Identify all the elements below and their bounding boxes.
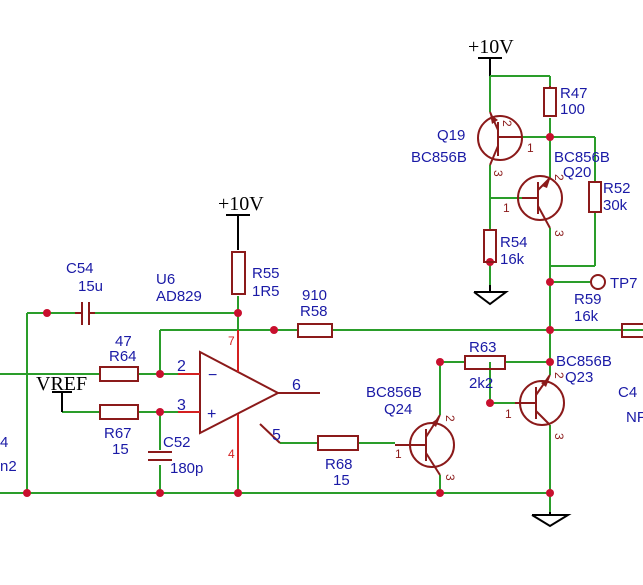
resistor-r67: R67 15 bbox=[99, 404, 139, 458]
transistor-q19: 1 2 3 Q19 BC856B bbox=[411, 111, 534, 177]
svg-text:C52: C52 bbox=[163, 434, 191, 451]
svg-text:BC856B: BC856B bbox=[366, 384, 422, 401]
svg-text:R55: R55 bbox=[252, 265, 280, 282]
svg-text:C4: C4 bbox=[618, 384, 637, 401]
svg-text:R52: R52 bbox=[603, 180, 631, 197]
svg-text:1: 1 bbox=[503, 201, 510, 215]
power-label-top: +10V bbox=[468, 36, 514, 58]
svg-text:180p: 180p bbox=[170, 460, 203, 477]
svg-text:R64: R64 bbox=[109, 348, 137, 365]
svg-text:−: − bbox=[208, 367, 217, 384]
svg-text:AD829: AD829 bbox=[156, 288, 202, 305]
svg-text:R67: R67 bbox=[104, 425, 132, 442]
svg-text:1: 1 bbox=[527, 141, 534, 155]
svg-text:R47: R47 bbox=[560, 85, 588, 102]
resistor-r52: R52 30k bbox=[588, 180, 631, 214]
svg-text:15: 15 bbox=[112, 441, 129, 458]
svg-text:3: 3 bbox=[177, 397, 186, 414]
svg-text:2: 2 bbox=[177, 358, 186, 375]
svg-text:15: 15 bbox=[333, 472, 350, 489]
ground-symbol-bottom bbox=[531, 512, 572, 528]
svg-text:R58: R58 bbox=[300, 303, 328, 320]
svg-text:4: 4 bbox=[0, 434, 8, 451]
svg-text:NF: NF bbox=[626, 409, 643, 426]
transistor-q24: 1 2 3 BC856B Q24 bbox=[366, 384, 457, 481]
svg-text:6: 6 bbox=[292, 377, 301, 394]
power-label-left: +10V bbox=[218, 193, 264, 215]
vref-symbol: VREF bbox=[36, 373, 87, 412]
junctions bbox=[23, 133, 554, 497]
svg-text:2: 2 bbox=[552, 372, 566, 379]
power-left: +10V bbox=[218, 193, 264, 216]
resistor-r55: R55 1R5 bbox=[231, 251, 280, 300]
svg-text:100: 100 bbox=[560, 101, 585, 118]
svg-text:15u: 15u bbox=[78, 278, 103, 295]
resistor-r59: R59 16k bbox=[574, 291, 643, 338]
svg-text:U6: U6 bbox=[156, 271, 175, 288]
svg-text:BC856B: BC856B bbox=[556, 353, 612, 370]
testpoint-tp7: TP7 bbox=[590, 274, 638, 292]
svg-text:3: 3 bbox=[552, 230, 566, 237]
svg-text:7: 7 bbox=[228, 334, 235, 348]
resistor-r58: 910 R58 bbox=[297, 287, 333, 338]
capacitor-c54: C54 15u bbox=[66, 260, 103, 325]
svg-text:R59: R59 bbox=[574, 291, 602, 308]
svg-text:n2: n2 bbox=[0, 458, 17, 475]
transistor-q23: 1 2 3 BC856B Q23 bbox=[505, 353, 612, 440]
svg-text:2k2: 2k2 bbox=[469, 375, 493, 392]
resistor-r68: R68 15 bbox=[317, 435, 359, 489]
svg-text:+: + bbox=[207, 406, 216, 423]
svg-text:1: 1 bbox=[505, 407, 512, 421]
svg-text:TP7: TP7 bbox=[610, 275, 638, 292]
capacitor-c4x-partial: C4 NF bbox=[618, 384, 643, 426]
svg-text:BC856B: BC856B bbox=[411, 149, 467, 166]
svg-text:2: 2 bbox=[552, 174, 566, 181]
svg-text:3: 3 bbox=[552, 433, 566, 440]
vref-label: VREF bbox=[36, 373, 87, 395]
ground-symbol-top bbox=[473, 285, 509, 306]
resistor-r64: 47 R64 bbox=[99, 333, 139, 382]
svg-text:47: 47 bbox=[115, 333, 132, 350]
svg-text:1R5: 1R5 bbox=[252, 283, 280, 300]
svg-text:2: 2 bbox=[443, 415, 457, 422]
svg-text:R68: R68 bbox=[325, 456, 353, 473]
capacitor-c52: C52 180p bbox=[148, 434, 203, 477]
svg-text:R54: R54 bbox=[500, 234, 528, 251]
svg-text:BC856B: BC856B bbox=[554, 149, 610, 166]
svg-text:Q20: Q20 bbox=[563, 164, 591, 181]
svg-text:16k: 16k bbox=[500, 251, 525, 268]
svg-text:Q24: Q24 bbox=[384, 401, 412, 418]
svg-text:3: 3 bbox=[491, 170, 505, 177]
resistor-r63: R63 2k2 bbox=[464, 339, 506, 392]
svg-text:30k: 30k bbox=[603, 197, 628, 214]
opamp-u6: − + 2 3 6 5 7 4 U6 AD829 bbox=[156, 271, 320, 470]
svg-text:16k: 16k bbox=[574, 308, 599, 325]
svg-text:5: 5 bbox=[272, 427, 281, 444]
left-edge-labels: 4 n2 bbox=[0, 434, 17, 475]
svg-text:Q19: Q19 bbox=[437, 127, 465, 144]
svg-text:4: 4 bbox=[228, 447, 235, 461]
svg-text:3: 3 bbox=[443, 474, 457, 481]
transistor-q20: 1 2 3 BC856B Q20 bbox=[503, 149, 610, 237]
svg-text:Q23: Q23 bbox=[565, 369, 593, 386]
svg-text:910: 910 bbox=[302, 287, 327, 304]
svg-text:R63: R63 bbox=[469, 339, 497, 356]
svg-text:2: 2 bbox=[500, 120, 514, 127]
svg-text:C54: C54 bbox=[66, 260, 94, 277]
svg-text:1: 1 bbox=[395, 447, 402, 461]
resistor-r47: R47 100 bbox=[543, 85, 588, 118]
power-top-right: +10V bbox=[468, 36, 514, 59]
resistor-r54: R54 16k bbox=[483, 229, 528, 268]
